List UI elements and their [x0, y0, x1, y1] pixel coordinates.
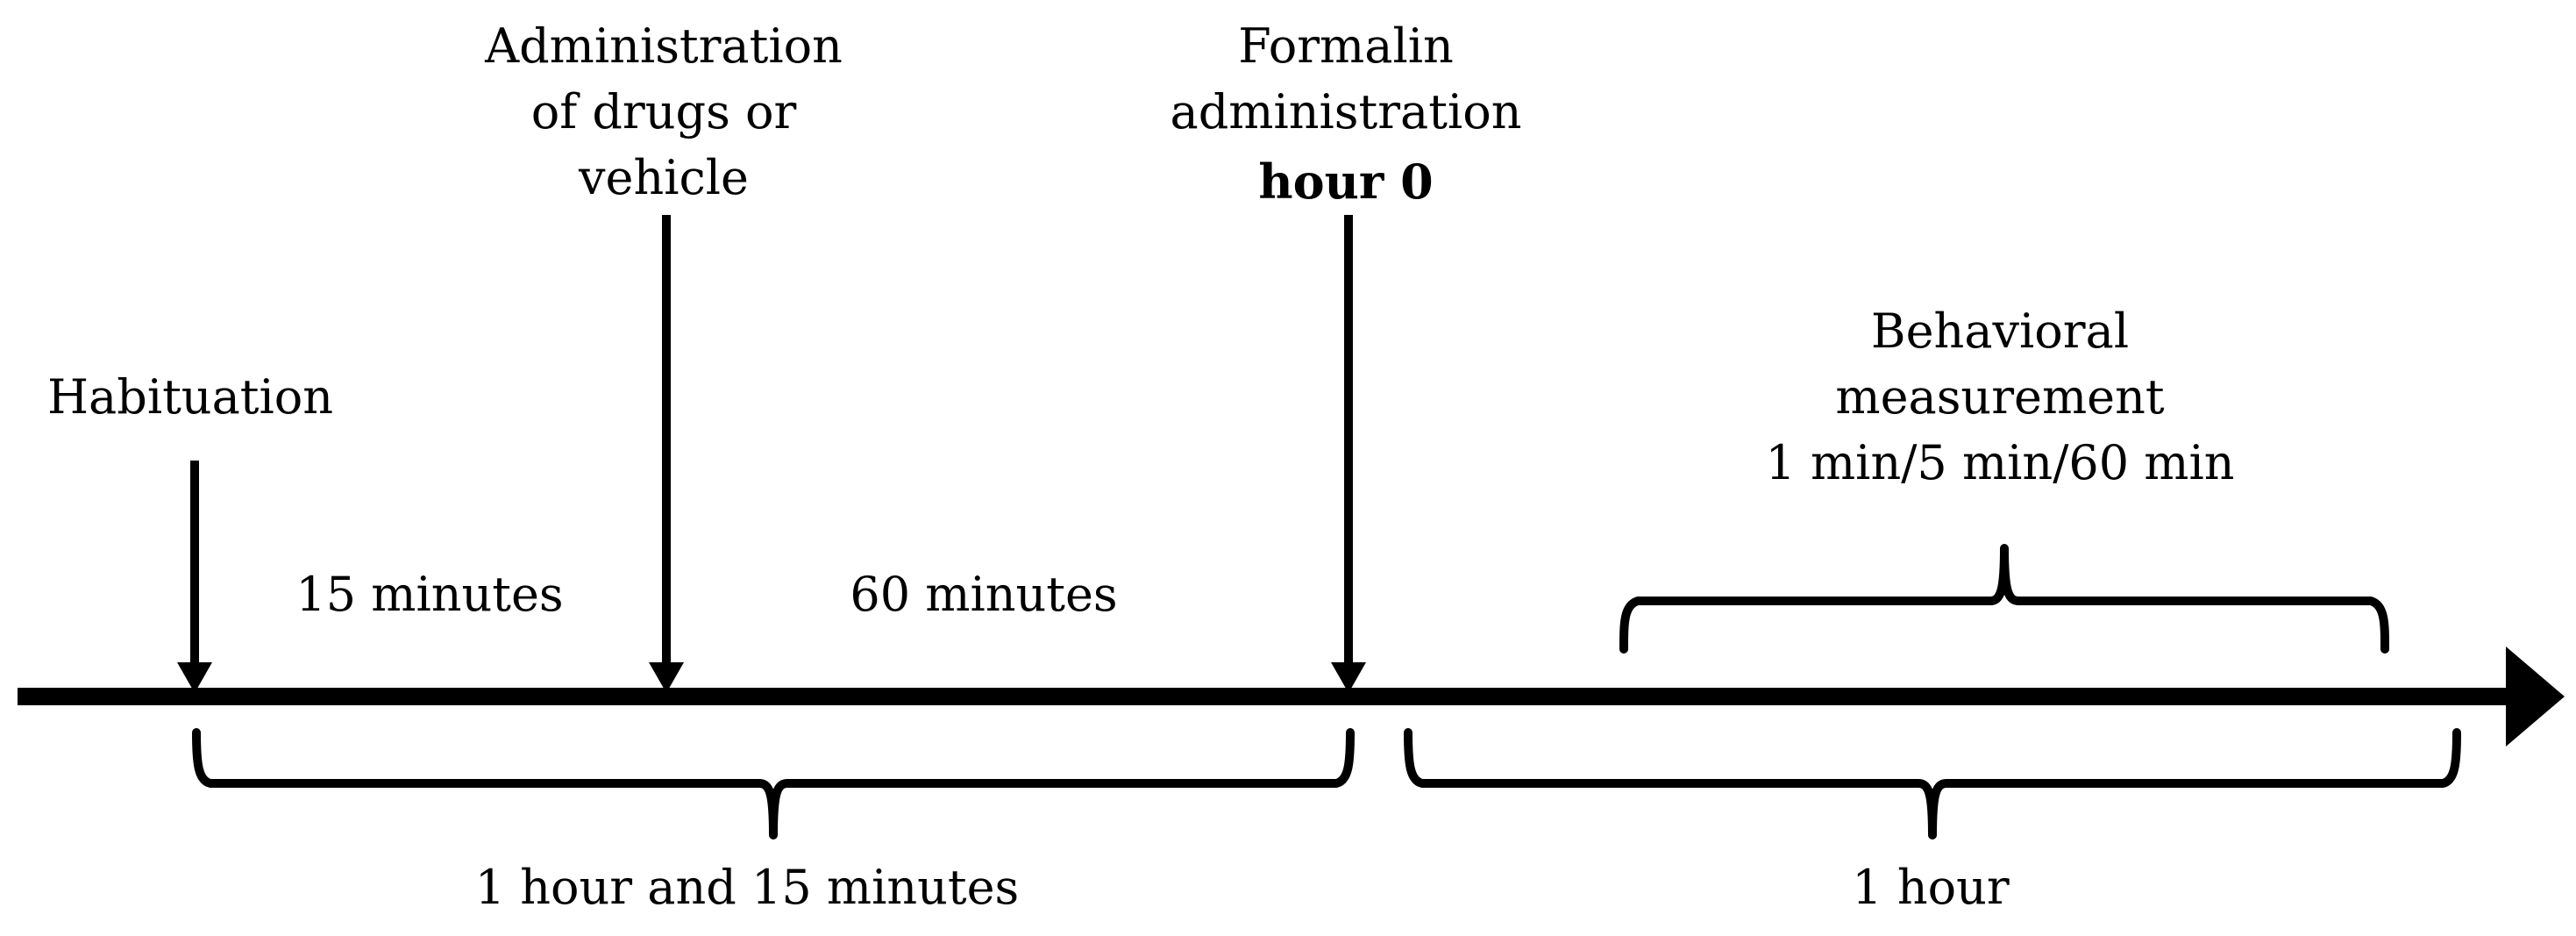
habituation-arrow	[177, 461, 212, 693]
drug-admin-line-3: vehicle	[578, 150, 749, 205]
interval-15-minutes: 15 minutes	[295, 567, 563, 622]
formalin-line-2: administration	[1171, 84, 1522, 139]
behavioral-line-1: Behavioral	[1871, 304, 2129, 359]
drug-admin-arrow	[649, 215, 684, 693]
post-total-label: 1 hour	[1852, 860, 2010, 915]
timeline-arrowhead	[2506, 647, 2565, 747]
pre-formalin-brace	[192, 728, 1355, 840]
behavioral-line-3: 1 min/5 min/60 min	[1765, 435, 2234, 490]
behavioral-label: Behavioral measurement 1 min/5 min/60 mi…	[1765, 304, 2234, 490]
drug-admin-label: Administration of drugs or vehicle	[484, 18, 843, 205]
formalin-label: Formalin administration hour 0	[1171, 18, 1522, 210]
pre-total-label: 1 hour and 15 minutes	[475, 860, 1020, 915]
behavioral-brace	[1619, 544, 2389, 654]
formalin-line-1: Formalin	[1238, 18, 1454, 74]
hour-zero-label: hour 0	[1258, 154, 1433, 210]
habituation-label: Habituation	[47, 369, 333, 425]
drug-admin-line-1: Administration	[484, 18, 843, 74]
interval-60-minutes: 60 minutes	[850, 567, 1117, 622]
drug-admin-line-2: of drugs or	[531, 84, 797, 139]
behavioral-line-2: measurement	[1835, 369, 2165, 425]
formalin-arrow	[1331, 215, 1366, 693]
post-formalin-brace	[1404, 728, 2461, 840]
